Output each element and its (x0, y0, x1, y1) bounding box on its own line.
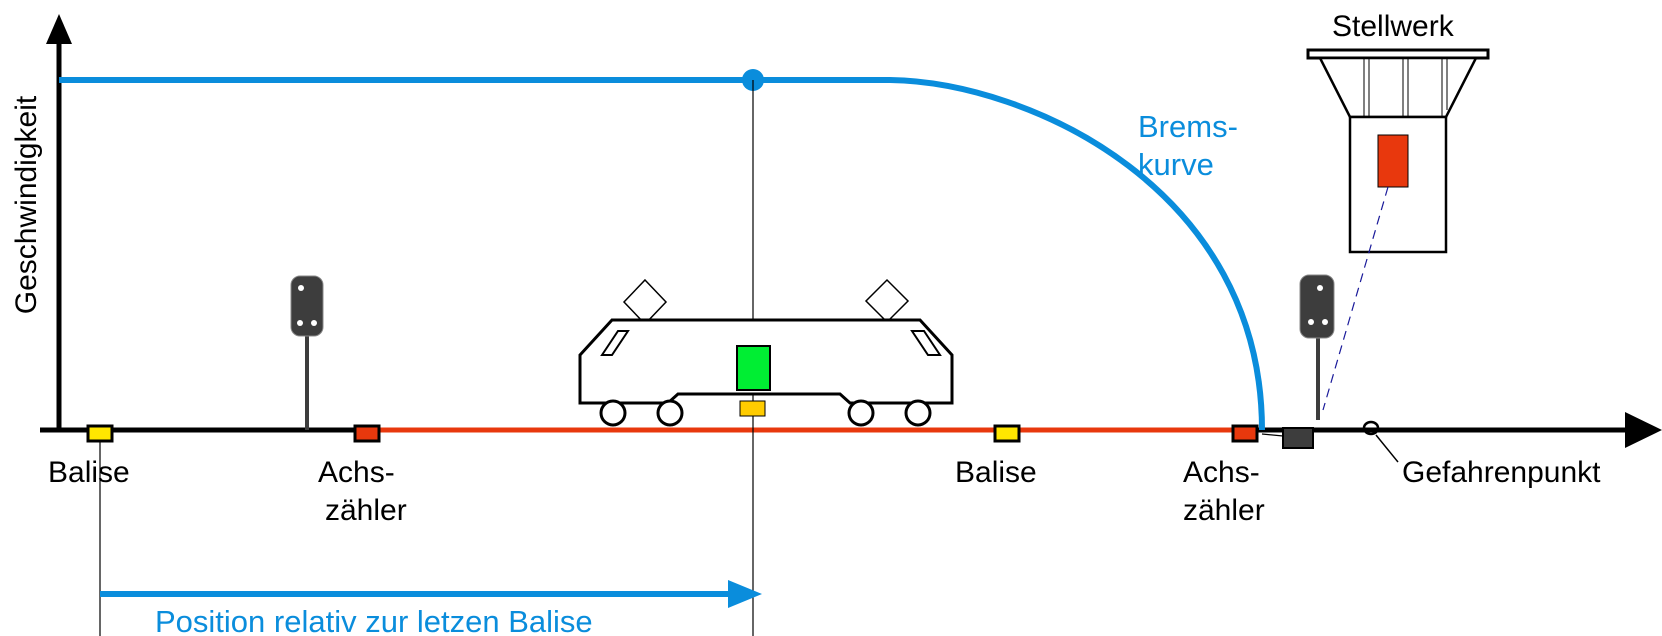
signal-box-tower-icon (1306, 48, 1490, 411)
electric-locomotive-icon (578, 278, 954, 427)
balise-left-label: Balise (48, 456, 130, 489)
brake-curve-label-1: Brems- (1138, 109, 1238, 144)
railway-signal-left-icon (290, 275, 324, 430)
danger-point-icon (1362, 420, 1399, 463)
axle-counter-left-label-1: Achs- (318, 456, 395, 489)
axle-counter-left-icon (353, 424, 381, 443)
danger-point-label: Gefahrenpunkt (1402, 456, 1601, 489)
y-axis-label: Geschwindigkeit (10, 95, 43, 314)
axle-counter-right-label-2: zähler (1183, 494, 1265, 527)
axle-counter-left-label-2: zähler (325, 494, 407, 527)
position-arrow (100, 580, 762, 608)
balise-right-icon (993, 424, 1021, 443)
axle-counter-right-icon (1231, 424, 1259, 443)
brake-curve-label-2: kurve (1138, 147, 1214, 182)
speed-curve (59, 77, 1265, 431)
position-caption: Position relativ zur letzen Balise (155, 604, 593, 636)
balise-left-icon (86, 424, 114, 443)
stellwerk-label: Stellwerk (1332, 10, 1455, 43)
balise-right-label: Balise (955, 456, 1037, 489)
railway-signal-right-icon (1261, 274, 1335, 449)
axle-counter-right-label-1: Achs- (1183, 456, 1260, 489)
y-axis (46, 14, 72, 432)
